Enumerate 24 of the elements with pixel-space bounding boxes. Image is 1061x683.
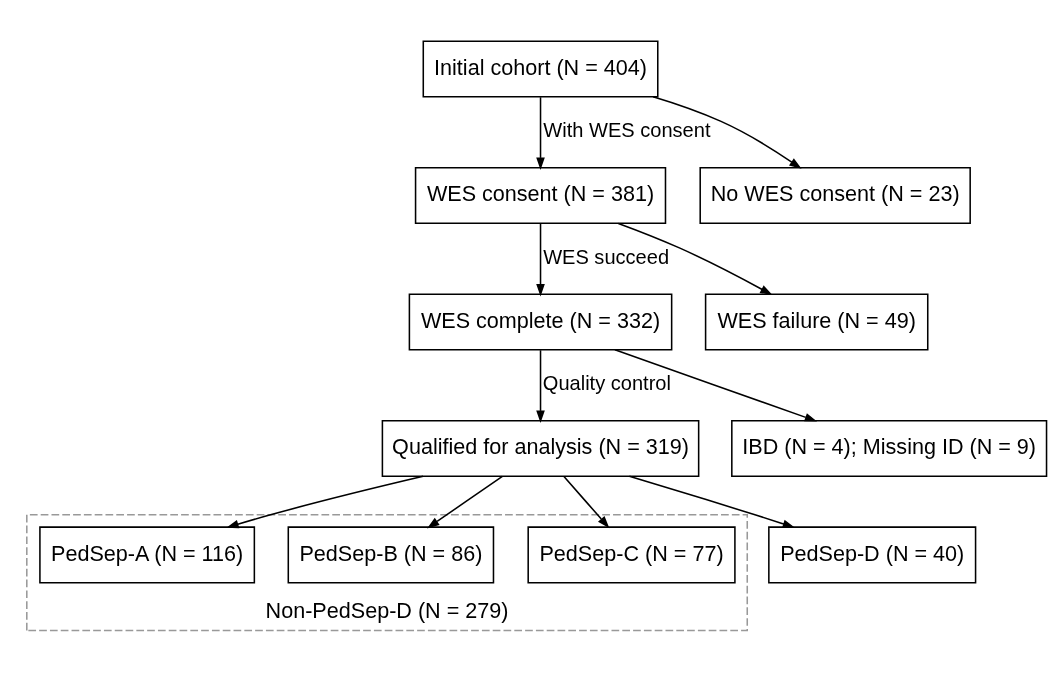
node-box: WES consent (N = 381) <box>414 166 667 224</box>
arrow <box>536 222 545 296</box>
arrow <box>614 348 818 421</box>
edge-label: Quality control <box>542 371 671 394</box>
node-box: Initial cohort (N = 404) <box>422 39 659 97</box>
arrow <box>652 95 802 169</box>
arrow <box>226 475 424 528</box>
node-box: PedSep-C (N = 77) <box>527 525 736 583</box>
node-box: No WES consent (N = 23) <box>699 166 971 224</box>
node-box: WES complete (N = 332) <box>408 292 673 350</box>
node-box: PedSep-D (N = 40) <box>768 525 977 583</box>
arrow <box>536 349 545 423</box>
arrow <box>427 475 504 528</box>
edge-label: With WES consent <box>543 118 711 141</box>
node-box: Qualified for analysis (N = 319) <box>381 419 700 477</box>
node-box: PedSep-A (N = 116) <box>39 525 256 583</box>
arrow <box>536 96 545 170</box>
arrow <box>628 475 796 528</box>
node-box: WES failure (N = 49) <box>704 292 929 350</box>
arrow <box>617 222 773 295</box>
edge-label: WES succeed <box>543 245 670 268</box>
node-box: IBD (N = 4); Missing ID (N = 9) <box>731 419 1048 477</box>
node-box: PedSep-B (N = 86) <box>287 525 495 583</box>
arrow <box>563 475 610 528</box>
